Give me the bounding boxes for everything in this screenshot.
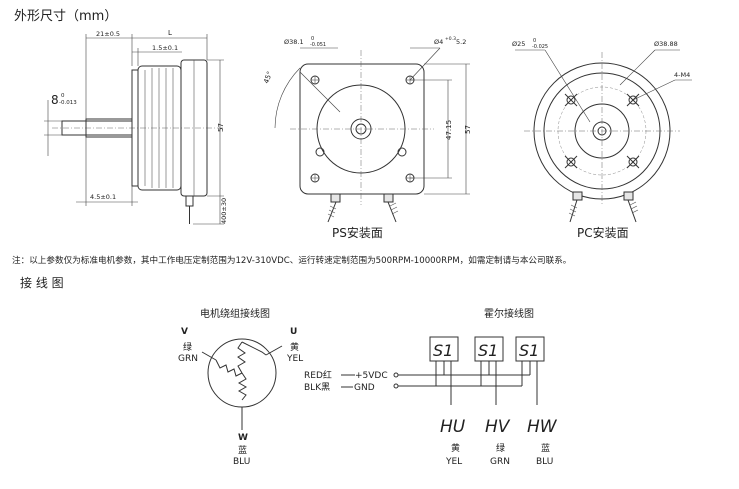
dim-21: 21±0.5 xyxy=(96,30,120,38)
ps-dim-38-tol0: 0 xyxy=(311,36,314,42)
pc-dim-25-tol: -0.025 xyxy=(532,44,548,50)
pc-dim-3888: Ø38.88 xyxy=(654,40,678,48)
winding-title: 电机绕组接线图 xyxy=(200,307,270,320)
dim-8-tol: -0.013 xyxy=(59,100,77,106)
dim-4-5: 4.5±0.1 xyxy=(90,193,116,201)
hall-wires xyxy=(393,361,538,405)
lead-u xyxy=(265,345,283,356)
ps-dim-hole-depth: 5.2 xyxy=(456,38,466,46)
hall-hw-en: BLU xyxy=(536,457,553,467)
coil-u xyxy=(237,341,246,374)
label-v-en: GRN xyxy=(178,354,198,364)
hall-red-label: RED红 xyxy=(304,369,332,381)
dim-8-tol0: 0 xyxy=(61,93,65,99)
pc-label: PC安装面 xyxy=(577,225,629,240)
coil-v xyxy=(215,359,243,377)
dim-8: 8 xyxy=(51,93,59,107)
hall-hu-en: YEL xyxy=(445,457,462,467)
dim-57: 57 xyxy=(217,123,225,132)
pc-dim-25-tol0: 0 xyxy=(533,38,536,44)
pc-cables xyxy=(568,191,639,223)
label-v-cn: 绿 xyxy=(183,341,192,353)
ps-dim-angle: 45° xyxy=(262,70,274,84)
pc-dim-25: Ø25 xyxy=(512,40,525,48)
hall-hu-cn: 黄 xyxy=(451,442,460,454)
hall-hv: HV xyxy=(485,417,511,437)
label-u-en: YEL xyxy=(286,354,303,364)
ps-label: PS安装面 xyxy=(332,225,383,240)
ps-dim-38-tol: -0.051 xyxy=(310,42,326,48)
dim-1-5: 1.5±0.1 xyxy=(152,44,178,52)
label-v: V xyxy=(181,327,188,337)
coil-w xyxy=(237,372,248,401)
pc-view: Ø25 0 -0.025 Ø38.88 4-M4 PC安装面 xyxy=(512,38,692,240)
ps-view: 45° 47.15 57 Ø38.1 0 -0.051 Ø4 +0.3 5.2 … xyxy=(262,36,472,240)
hall-diagram: 霍尔接线图 S1 S1 S1 RED红 +5VDC BLK黑 xyxy=(304,307,558,467)
label-u-cn: 黄 xyxy=(290,341,299,353)
label-u: U xyxy=(290,327,297,337)
pc-dim-m4: 4-M4 xyxy=(674,71,690,79)
dim-400: 400±30 xyxy=(220,198,228,224)
hall-hv-cn: 绿 xyxy=(496,442,505,454)
ps-dim-38: Ø38.1 xyxy=(284,38,304,46)
winding-diagram: 电机绕组接线图 V 绿 GRN U 黄 YEL W 蓝 BLU xyxy=(178,307,303,467)
note-text: 注：以上参数仅为标准电机参数，其中工作电压定制范围为12V-310VDC、运行转… xyxy=(12,254,571,266)
lead-v xyxy=(201,351,217,361)
hall-title: 霍尔接线图 xyxy=(484,307,534,320)
label-w: W xyxy=(238,433,248,443)
ps-dim-hole: Ø4 xyxy=(434,38,443,46)
hall-hw: HW xyxy=(527,417,558,437)
wiring-title: 接 线 图 xyxy=(20,275,64,290)
hall-hv-en: GRN xyxy=(490,457,510,467)
ps-dim-hole-tol: +0.3 xyxy=(445,36,456,42)
cable-gland xyxy=(185,195,194,207)
cooling-fins xyxy=(144,68,174,188)
hall-gnd-label: GND xyxy=(354,383,375,393)
side-view: 21±0.5 L 1.5±0.1 8 0 -0.013 4.5±0.1 57 4… xyxy=(44,29,228,225)
page-title: 外形尺寸（mm） xyxy=(14,9,117,24)
hall-hu: HU xyxy=(440,417,466,437)
coil-u-lead xyxy=(241,341,267,356)
hall-sensor-1-label: S1 xyxy=(433,341,453,360)
hall-sensor-3-label: S1 xyxy=(519,341,539,360)
ps-cables xyxy=(327,193,399,223)
label-w-en: BLU xyxy=(233,457,250,467)
ps-dim-57: 57 xyxy=(464,125,472,134)
label-w-cn: 蓝 xyxy=(238,444,247,456)
ps-dim-4715: 47.15 xyxy=(445,120,453,140)
dim-L: L xyxy=(168,29,172,37)
hall-sensor-2-label: S1 xyxy=(478,341,498,360)
hall-hw-cn: 蓝 xyxy=(541,442,550,454)
hall-blk-label: BLK黑 xyxy=(304,382,330,393)
hall-5v-label: +5VDC xyxy=(355,371,388,381)
